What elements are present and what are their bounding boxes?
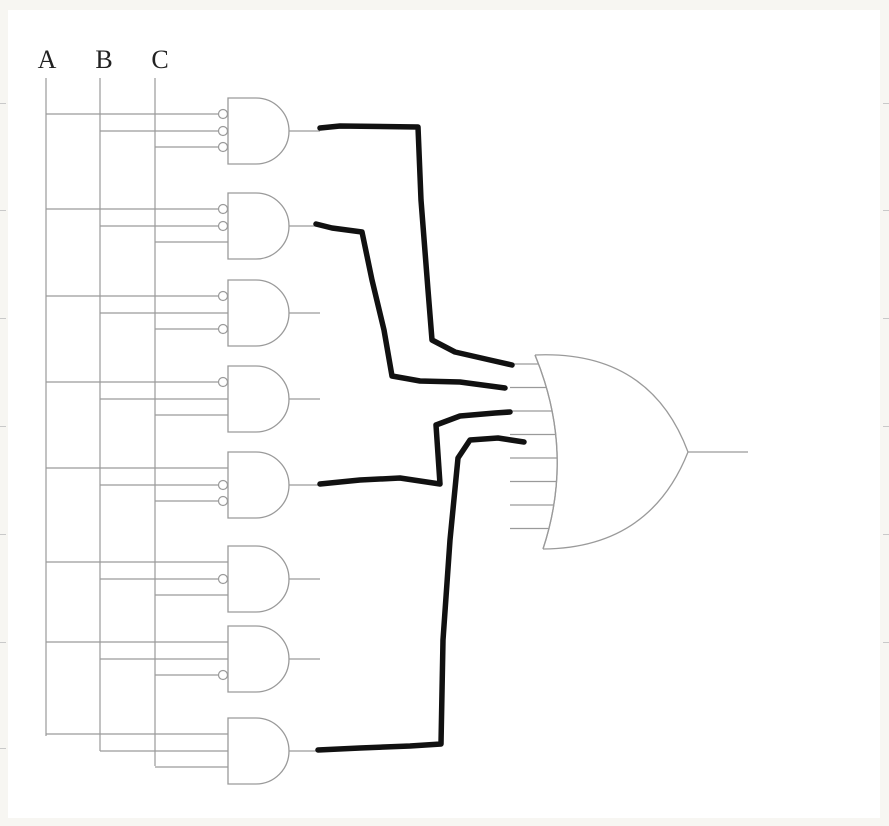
and-gate-5 xyxy=(46,451,320,519)
hand-drawn-wire-4 xyxy=(315,435,527,753)
margin-tick xyxy=(883,426,889,427)
inverter-bubble xyxy=(217,376,229,388)
input-label-a: A xyxy=(38,45,57,74)
and-gate-body xyxy=(227,97,290,165)
inverter-bubble xyxy=(217,669,229,681)
or-gate-body xyxy=(534,354,689,550)
hand-drawn-wire-2 xyxy=(313,221,508,391)
margin-tick xyxy=(0,534,6,535)
and-gate-4 xyxy=(46,365,320,433)
inverter-bubble xyxy=(217,290,229,302)
margin-tick xyxy=(0,426,6,427)
hand-drawn-connections xyxy=(313,123,527,753)
or-gate xyxy=(510,354,748,550)
inverter-bubble xyxy=(217,141,229,153)
input-label-b: B xyxy=(95,45,112,74)
inverter-bubble xyxy=(217,479,229,491)
margin-tick xyxy=(0,210,6,211)
margin-tick xyxy=(0,748,6,749)
hand-drawn-wire-1 xyxy=(317,123,515,368)
and-gate-body xyxy=(227,279,290,347)
and-gate-body xyxy=(227,365,290,433)
and-gate-body xyxy=(227,625,290,693)
margin-tick xyxy=(883,318,889,319)
and-gate-7 xyxy=(46,625,320,693)
inverter-bubble xyxy=(217,108,229,120)
and-gate-8 xyxy=(46,717,320,785)
input-wires xyxy=(45,78,156,766)
margin-tick xyxy=(0,103,6,104)
and-gate-2 xyxy=(46,192,320,260)
margin-tick xyxy=(883,642,889,643)
margin-tick xyxy=(0,642,6,643)
inverter-bubble xyxy=(217,495,229,507)
hand-drawn-wire-3 xyxy=(317,409,513,487)
inverter-bubble xyxy=(217,220,229,232)
and-gate-6 xyxy=(46,545,320,613)
and-gate-body xyxy=(227,192,290,260)
margin-tick xyxy=(883,103,889,104)
and-gate-body xyxy=(227,451,290,519)
inverter-bubble xyxy=(217,573,229,585)
margin-tick xyxy=(883,534,889,535)
and-gates xyxy=(46,97,320,785)
and-gate-body xyxy=(227,717,290,785)
margin-tick xyxy=(883,210,889,211)
and-gate-3 xyxy=(46,279,320,347)
inverter-bubble xyxy=(217,323,229,335)
margin-tick xyxy=(0,318,6,319)
inverter-bubble xyxy=(217,125,229,137)
inverter-bubble xyxy=(217,203,229,215)
and-gate-1 xyxy=(46,97,320,165)
and-gate-body xyxy=(227,545,290,613)
or-gate-back-curve xyxy=(534,354,558,550)
input-label-c: C xyxy=(151,45,168,74)
